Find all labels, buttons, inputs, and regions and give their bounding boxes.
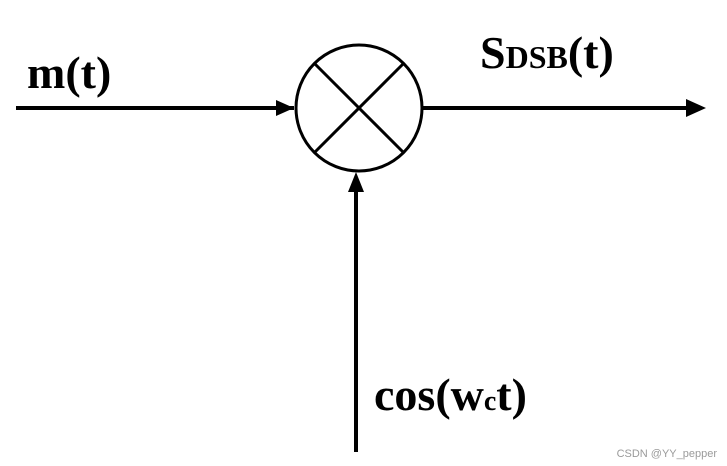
output-signal-subscript: DSB <box>505 39 568 75</box>
carrier-signal-prefix: cos(w <box>374 369 484 420</box>
output-arrowhead <box>686 99 706 117</box>
output-signal-suffix: (t) <box>567 27 614 78</box>
carrier-arrowhead <box>348 172 364 192</box>
carrier-signal-label: cos(wct) <box>374 372 527 418</box>
input-signal-label: m(t) <box>27 47 112 98</box>
multiplier-cross-line-2 <box>313 62 405 154</box>
watermark: CSDN @YY_pepper <box>616 448 717 460</box>
carrier-signal-subscript: c <box>483 386 497 417</box>
carrier-signal-suffix: t) <box>496 369 527 420</box>
input-arrowhead <box>276 100 294 116</box>
output-signal-label: SDSB(t) <box>480 30 614 76</box>
output-signal-main: S <box>480 27 506 78</box>
